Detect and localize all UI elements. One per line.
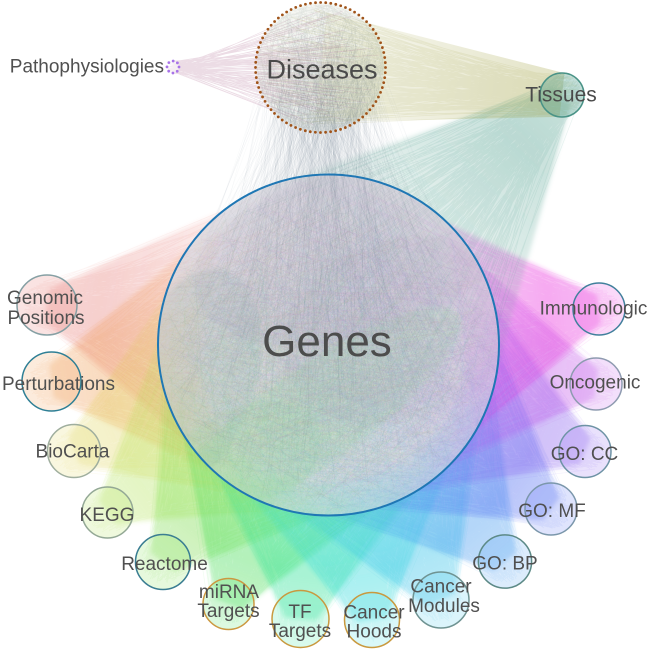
- svg-text:Diseases: Diseases: [266, 55, 377, 85]
- svg-text:Genes: Genes: [262, 317, 392, 366]
- svg-text:Modules: Modules: [408, 596, 480, 617]
- svg-text:Targets: Targets: [269, 621, 331, 642]
- svg-text:Pathophysiologies: Pathophysiologies: [10, 57, 164, 78]
- svg-text:Hoods: Hoods: [347, 622, 402, 643]
- svg-text:GO: MF: GO: MF: [518, 501, 586, 522]
- svg-text:Cancer: Cancer: [343, 603, 405, 624]
- svg-text:GO: CC: GO: CC: [551, 444, 619, 465]
- svg-text:Cancer: Cancer: [410, 577, 472, 598]
- svg-text:Oncogenic: Oncogenic: [550, 373, 641, 394]
- svg-text:Genomic: Genomic: [7, 288, 83, 309]
- svg-text:TF: TF: [288, 602, 311, 623]
- svg-text:Reactome: Reactome: [121, 554, 208, 575]
- svg-text:miRNA: miRNA: [199, 582, 259, 603]
- svg-text:Positions: Positions: [7, 308, 84, 329]
- svg-text:Tissues: Tissues: [525, 84, 597, 107]
- svg-text:Targets: Targets: [197, 601, 259, 622]
- svg-text:Immunologic: Immunologic: [540, 299, 648, 320]
- svg-text:BioCarta: BioCarta: [36, 442, 110, 463]
- svg-text:GO: BP: GO: BP: [472, 554, 537, 575]
- svg-text:KEGG: KEGG: [80, 505, 135, 526]
- svg-text:Perturbations: Perturbations: [2, 374, 115, 395]
